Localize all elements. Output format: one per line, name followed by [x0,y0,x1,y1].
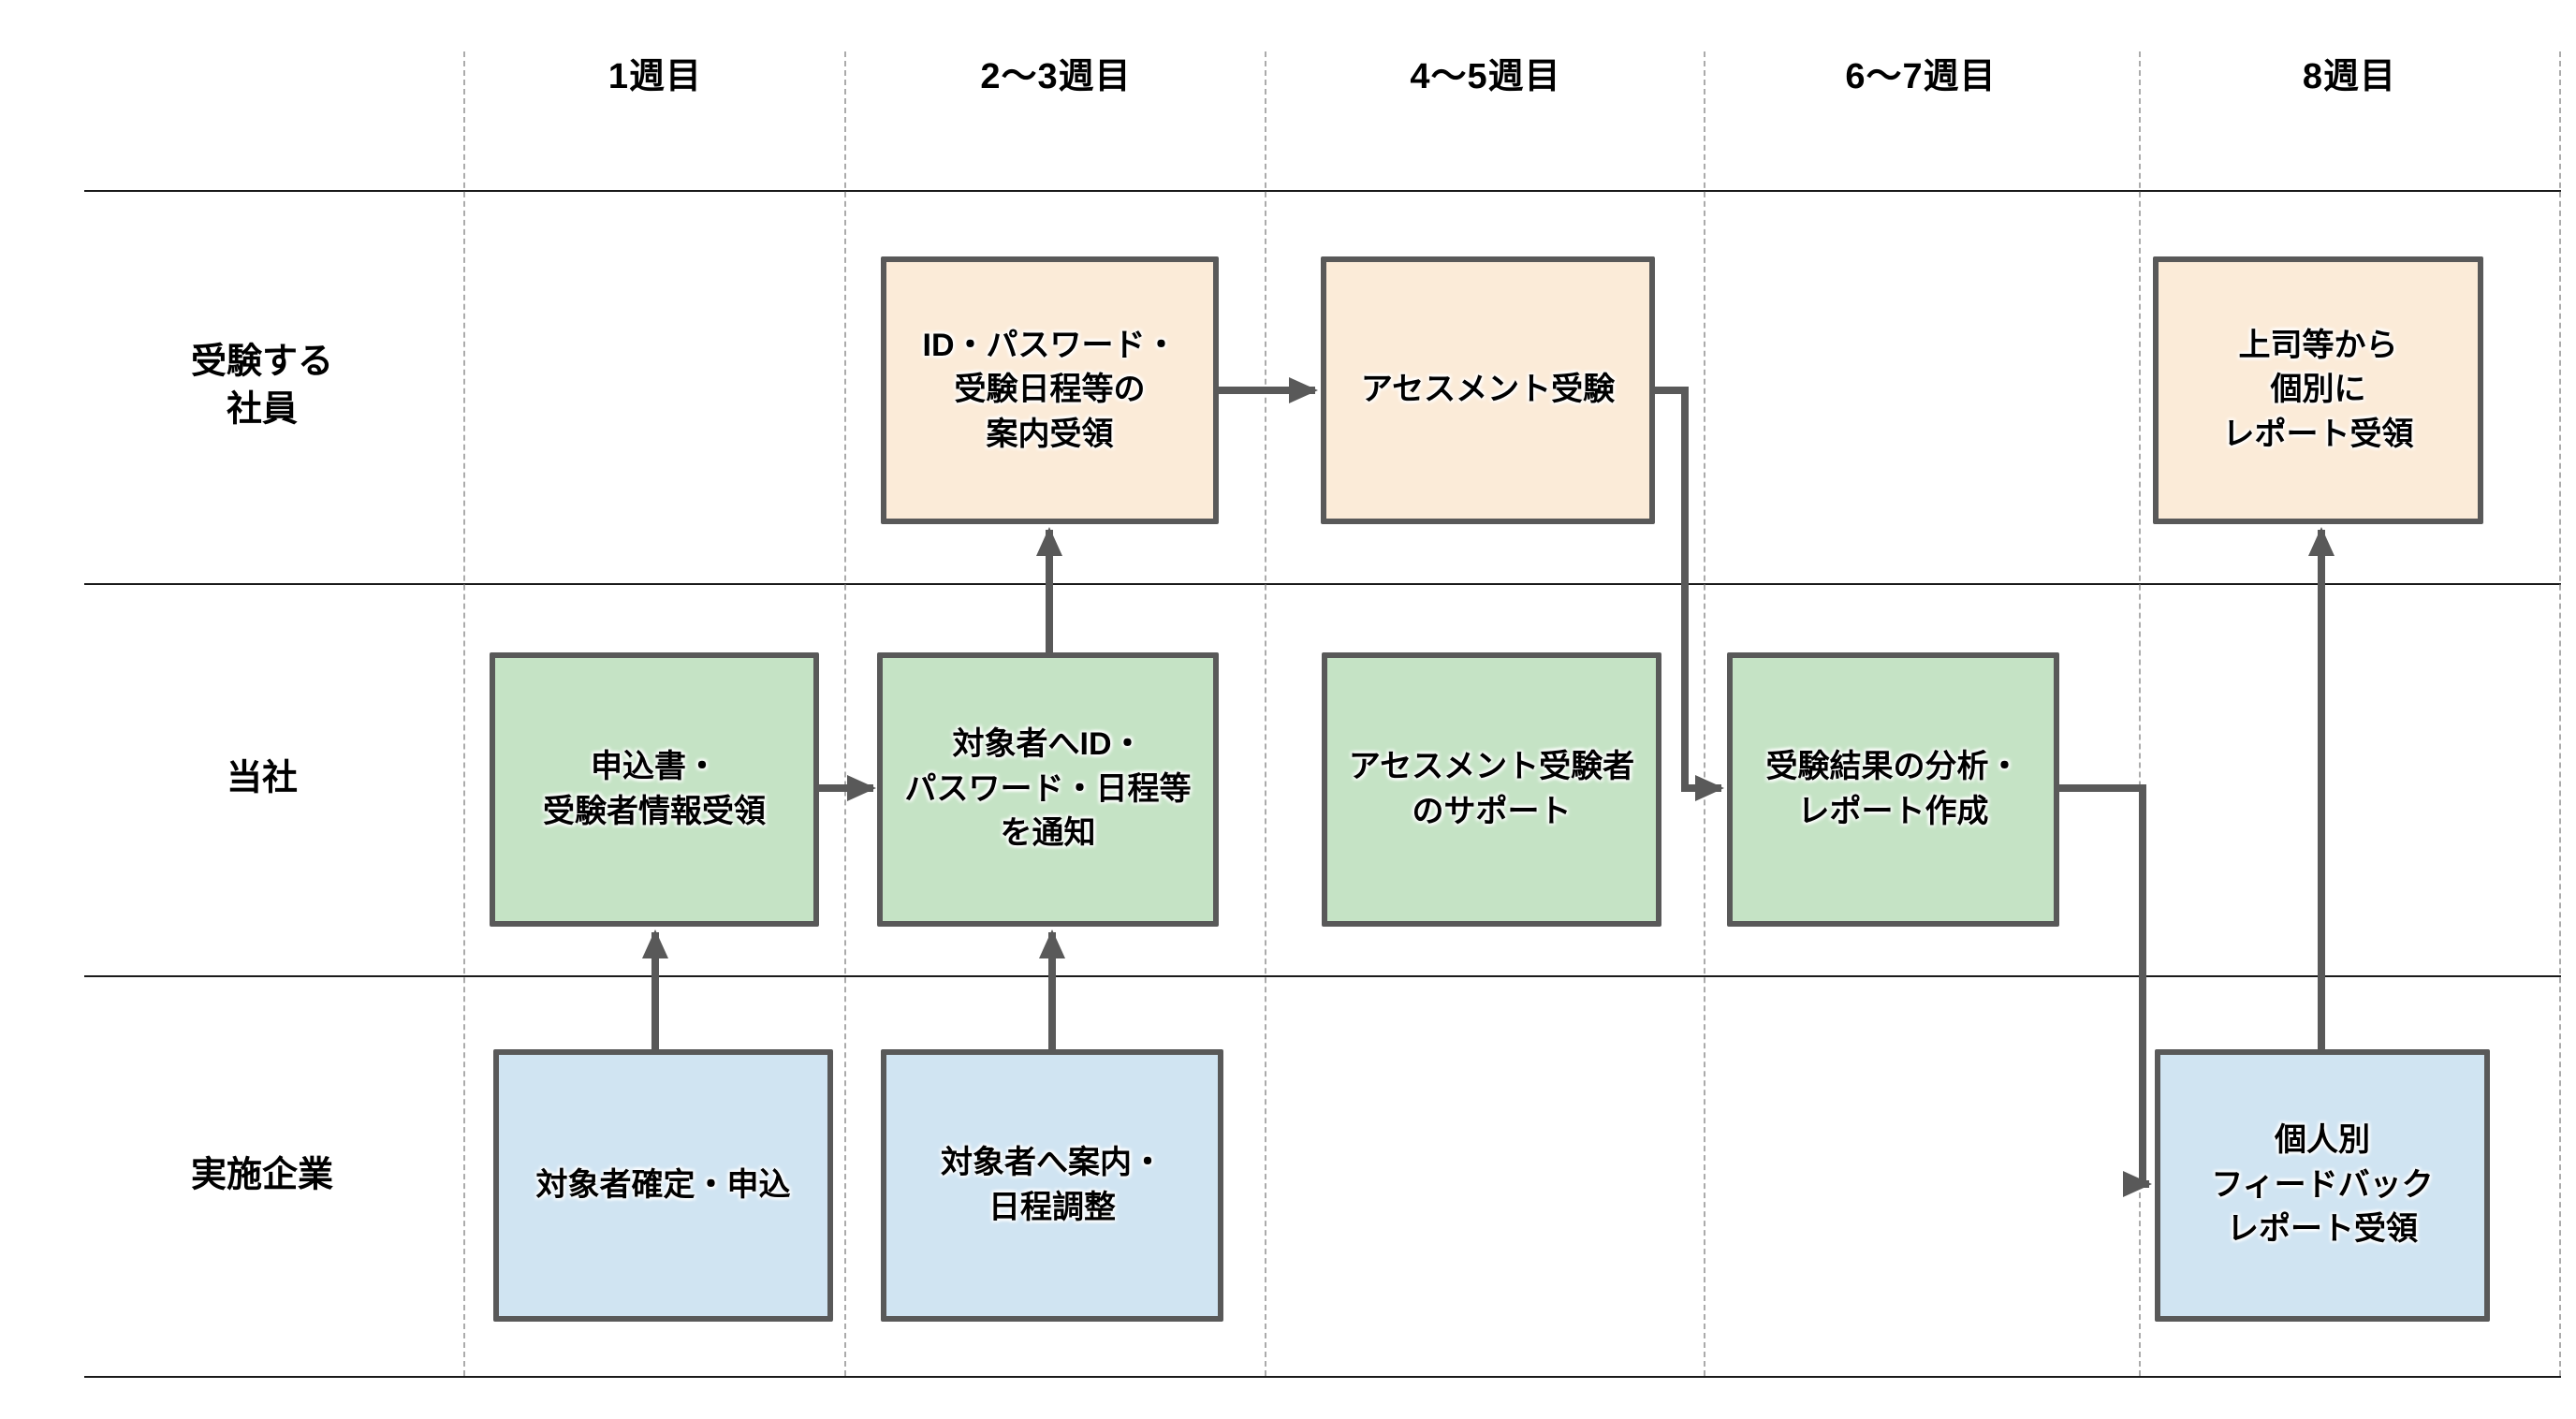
lane-label-our-company: 当社 [226,758,298,798]
box-guidance-receipt: ID・パスワード・ 受験日程等の 案内受領 [881,256,1219,524]
column-divider-line-2 [844,51,846,1376]
lane-boundary-line-middle1 [84,583,2561,585]
column-divider-line-5 [2139,51,2141,1376]
column-header-week8: 8週目 [2302,57,2397,96]
column-header-week1: 1週目 [607,57,703,96]
box-report-from-manager: 上司等から 個別に レポート受領 [2153,256,2483,524]
column-divider-line-1 [463,51,465,1376]
column-divider-line-4 [1704,51,1705,1376]
column-divider-line-3 [1265,51,1266,1376]
column-header-week4-5: 4〜5週目 [1410,57,1561,96]
lane-boundary-line-bottom [84,1376,2561,1378]
column-divider-line-6 [2559,51,2561,1376]
box-assessment-taking: アセスメント受験 [1321,256,1655,524]
box-examinee-support: アセスメント受験者 のサポート [1322,652,1661,927]
lane-boundary-line-middle2 [84,975,2561,977]
box-result-analysis: 受験結果の分析・ レポート作成 [1727,652,2059,927]
box-application-receipt: 申込書・ 受験者情報受領 [490,652,819,927]
column-header-week6-7: 6〜7週目 [1845,57,1997,96]
box-target-decision-application: 対象者確定・申込 [493,1049,833,1322]
box-notify-id-password: 対象者へID・ パスワード・日程等 を通知 [877,652,1219,927]
arrow-result-analysis-to-individual-feedback [2059,784,2152,1197]
lane-label-examinee-employee: 受験する 社員 [190,342,333,430]
column-header-week2-3: 2〜3週目 [980,57,1132,96]
lane-boundary-line-top [84,190,2561,192]
box-guide-schedule-adjust: 対象者へ案内・ 日程調整 [881,1049,1223,1322]
lane-label-client-company: 実施企業 [190,1155,333,1195]
arrow-assessment-to-result-analysis [1655,387,1724,801]
box-individual-feedback-receipt: 個人別 フィードバック レポート受領 [2155,1049,2490,1322]
